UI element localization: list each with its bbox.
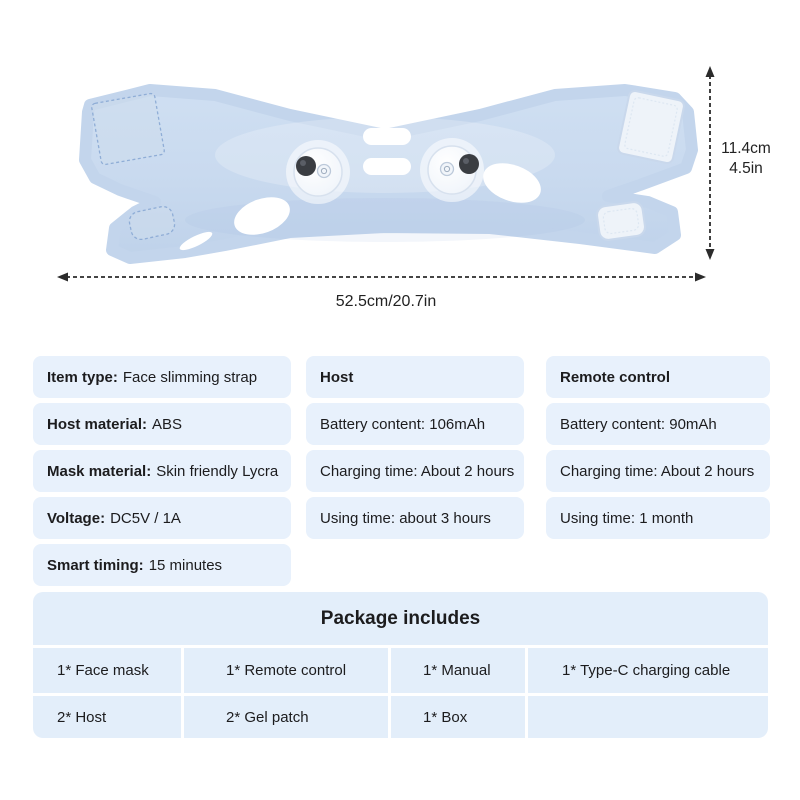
- spec-label: Host material:: [47, 415, 148, 433]
- velcro-patch-bottom-right: [596, 201, 646, 241]
- package-cell: 1* Manual: [391, 648, 525, 693]
- spec-value: 15 minutes: [148, 556, 223, 574]
- package-cell: 1* Box: [391, 696, 525, 738]
- package-title: Package includes: [33, 592, 768, 645]
- host-device-left: [286, 140, 350, 204]
- spec-text: Using time: about 3 hours: [320, 509, 491, 527]
- package-cell: 1* Type-C charging cable: [528, 648, 768, 693]
- package-cell: 2* Host: [33, 696, 181, 738]
- width-dimension-arrow: [57, 272, 706, 282]
- package-table: Package includes 1* Face mask 1* Remote …: [33, 592, 768, 738]
- spec-title: Host: [320, 368, 354, 386]
- spec-value: Skin friendly Lycra: [156, 462, 279, 480]
- spec-row-host-using: Using time: about 3 hours: [306, 497, 524, 539]
- height-in: 4.5in: [729, 160, 763, 177]
- spec-text: Battery content: 90mAh: [560, 415, 717, 433]
- spec-header-host: Host: [306, 356, 524, 398]
- spec-column-remote: Remote control Battery content: 90mAh Ch…: [546, 356, 770, 544]
- spec-row-remote-using: Using time: 1 month: [546, 497, 770, 539]
- spec-text: Battery content: 106mAh: [320, 415, 486, 433]
- spec-label: Mask material:: [47, 462, 152, 480]
- spec-row-item-type: Item type: Face slimming strap: [33, 356, 291, 398]
- spec-text: Charging time: About 2 hours: [560, 462, 755, 480]
- spec-label: Item type:: [47, 368, 118, 386]
- strap-hole-right: [483, 163, 541, 203]
- spec-text: Charging time: About 2 hours: [320, 462, 515, 480]
- strap-notch-bottom-left: [179, 231, 213, 251]
- spec-title: Remote control: [560, 368, 671, 386]
- spec-row-remote-charging: Charging time: About 2 hours: [546, 450, 770, 492]
- spec-value: ABS: [152, 415, 183, 433]
- velcro-patch-top-right: [617, 89, 685, 165]
- package-cell: 2* Gel patch: [184, 696, 388, 738]
- spec-header-remote: Remote control: [546, 356, 770, 398]
- height-dimension-arrow: [705, 66, 715, 260]
- width-dimension-label: 52.5cm/20.7in: [335, 293, 437, 310]
- spec-row-smart-timing: Smart timing: 15 minutes: [33, 544, 291, 586]
- strap-slots: [363, 128, 411, 175]
- spec-row-remote-battery: Battery content: 90mAh: [546, 403, 770, 445]
- spec-row-voltage: Voltage: DC5V / 1A: [33, 497, 291, 539]
- spec-row-host-material: Host material: ABS: [33, 403, 291, 445]
- package-cell: [528, 696, 768, 738]
- stitch-patch-top-left: [91, 92, 165, 166]
- spec-value: DC5V / 1A: [110, 509, 181, 527]
- spec-row-mask-material: Mask material: Skin friendly Lycra: [33, 450, 291, 492]
- package-cell: 1* Remote control: [184, 648, 388, 693]
- strap-hole-left: [234, 197, 290, 235]
- spec-value: Face slimming strap: [122, 368, 258, 386]
- spec-label: Voltage:: [47, 509, 106, 527]
- package-cell: 1* Face mask: [33, 648, 181, 693]
- height-dimension-label: 11.4cm 4.5in: [708, 139, 784, 179]
- height-cm: 11.4cm: [721, 140, 771, 157]
- spec-text: Using time: 1 month: [560, 509, 694, 527]
- spec-column-host: Host Battery content: 106mAh Charging ti…: [306, 356, 524, 544]
- spec-row-host-battery: Battery content: 106mAh: [306, 403, 524, 445]
- spec-column-general: Item type: Face slimming strap Host mate…: [33, 356, 291, 591]
- spec-label: Smart timing:: [47, 556, 144, 574]
- spec-row-host-charging: Charging time: About 2 hours: [306, 450, 524, 492]
- stitch-patch-bottom-left: [128, 205, 176, 241]
- product-photo: [57, 66, 715, 282]
- host-device-right: [420, 138, 484, 202]
